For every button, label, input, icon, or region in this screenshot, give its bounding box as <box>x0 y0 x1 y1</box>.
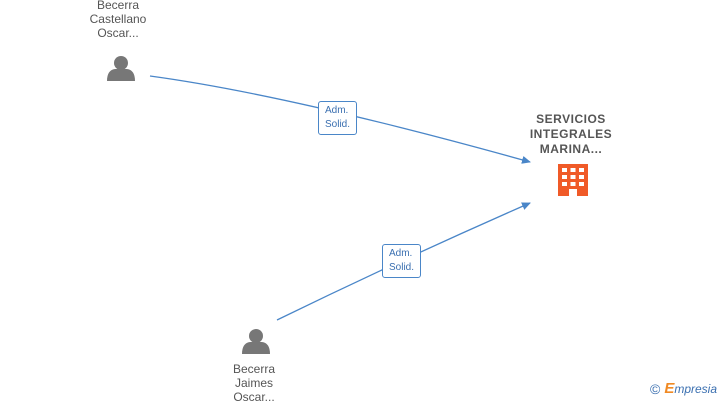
person-icon[interactable] <box>107 56 135 81</box>
edge-1-role-line: Adm. <box>325 105 349 116</box>
company-label[interactable]: SERVICIOS INTEGRALES MARINA... <box>501 112 641 157</box>
person-2-name-line: Oscar... <box>233 390 275 404</box>
person-1-name-line: Becerra <box>96 0 140 12</box>
person-2-name-line: Becerra <box>232 362 276 376</box>
edge-1-role-label: Adm. Solid. <box>318 101 358 135</box>
person-icon[interactable] <box>242 329 270 354</box>
person-1-name-line: Oscar... <box>97 26 139 40</box>
person-2-label[interactable]: Becerra Jaimes Oscar... <box>194 362 314 404</box>
company-name-line: INTEGRALES <box>529 127 613 141</box>
person-2-name-line: Jaimes <box>234 376 273 390</box>
person-1-name-line: Castellano <box>89 12 147 26</box>
edge-2-role-label: Adm. Solid. <box>382 244 422 278</box>
brand-initial: E <box>664 380 675 397</box>
edge-person-1-to-company <box>149 75 531 164</box>
company-name-line: SERVICIOS <box>536 112 606 126</box>
edge-2-role-line: Solid. <box>389 262 415 273</box>
copyright-symbol: © <box>650 380 661 397</box>
brand-logo: Empresia <box>664 380 717 397</box>
brand-name: mpresia <box>674 382 718 396</box>
person-1-label[interactable]: Becerra Castellano Oscar... <box>58 0 178 40</box>
building-icon[interactable] <box>558 164 588 196</box>
edge-2-role-line: Adm. <box>389 248 413 259</box>
company-name-line: MARINA... <box>539 142 603 156</box>
edge-1-role-line: Solid. <box>325 119 351 130</box>
brand-watermark: © Empresia <box>650 380 717 397</box>
